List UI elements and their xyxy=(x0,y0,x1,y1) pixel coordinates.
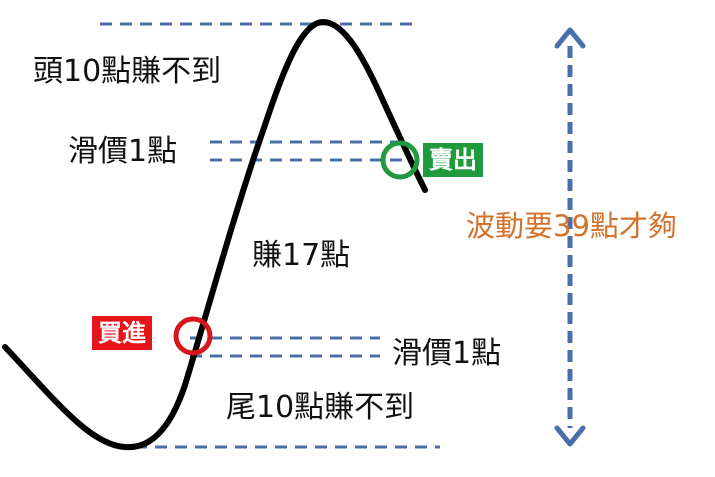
price-curve xyxy=(2,18,428,451)
sell-marker-icon xyxy=(380,140,420,180)
range-arrow-head-up xyxy=(554,27,586,49)
buy-marker-icon xyxy=(173,316,213,356)
tail-not-earned-label: 尾10點賺不到 xyxy=(226,390,415,425)
earn-label: 賺17點 xyxy=(252,238,351,273)
buy-badge: 買進 xyxy=(92,316,152,350)
slippage-top-label: 滑價1點 xyxy=(68,134,178,169)
sell-badge: 賣出 xyxy=(423,143,483,177)
range-arrow-icon xyxy=(554,27,586,447)
range-arrow-head-down xyxy=(554,425,586,447)
volatility-needed-label: 波動要39點才夠 xyxy=(466,209,677,243)
slippage-bottom-label: 滑價1點 xyxy=(392,336,502,371)
head-not-earned-label: 頭10點賺不到 xyxy=(33,54,222,89)
